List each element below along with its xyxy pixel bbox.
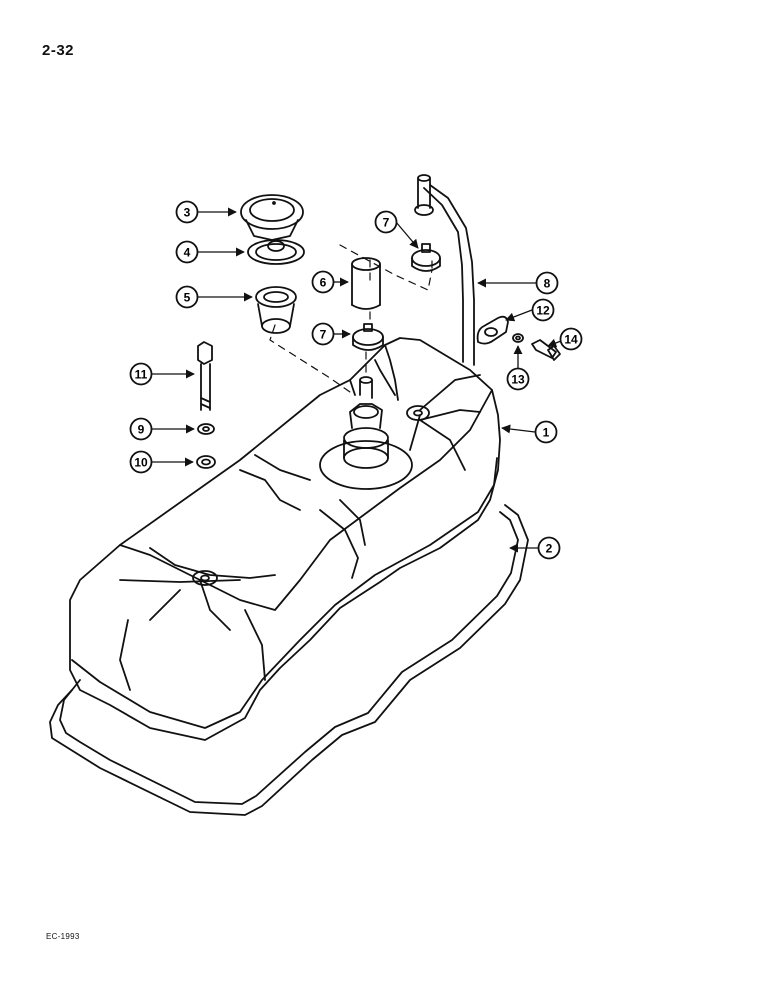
callout-9: 9 [129,417,153,441]
svg-text:8: 8 [544,277,551,291]
svg-text:7: 7 [383,216,390,230]
callout-12: 12 [531,298,555,322]
leader-1 [501,424,536,434]
callout-8: 8 [535,271,559,295]
svg-text:6: 6 [320,276,327,290]
svg-text:3: 3 [184,206,191,220]
callout-3: 3 [175,200,199,224]
valve-cover [69,337,501,741]
callout-10: 10 [129,450,153,474]
callouts: 1 2 3 4 5 6 7 7 [129,200,583,560]
svg-text:13: 13 [511,373,525,387]
hose-clamp-upper [411,243,441,272]
clip-bolt [531,339,561,361]
svg-text:9: 9 [138,423,145,437]
callout-4: 4 [175,240,199,264]
valve-cover-gasket [49,504,529,816]
svg-text:1: 1 [543,426,550,440]
callout-13: 13 [506,367,530,391]
svg-text:2: 2 [546,542,553,556]
callout-7-lower: 7 [311,322,335,346]
cover-bolt [197,341,213,411]
svg-text:4: 4 [184,246,191,260]
bolt-grommet [196,455,216,469]
footer-code: EC-1993 [46,932,80,941]
bolt-washer [197,423,215,435]
callout-7-upper: 7 [374,210,398,234]
filler-grommet [255,286,297,334]
page-number: 2-32 [42,42,75,59]
pipe-clip [476,315,509,345]
callout-2: 2 [537,536,561,560]
breather-hose [351,257,381,310]
hose-clamp-lower [352,323,384,351]
breather-pipe [414,174,475,366]
callout-5: 5 [175,285,199,309]
callout-11: 11 [129,362,153,386]
svg-text:12: 12 [536,304,550,318]
svg-text:14: 14 [564,333,578,347]
filler-cap [240,194,304,241]
leader-7a [395,221,419,249]
svg-text:11: 11 [135,368,148,382]
svg-text:10: 10 [134,456,148,470]
callout-14: 14 [559,327,583,351]
svg-text:5: 5 [184,291,191,305]
callout-6: 6 [311,270,335,294]
cap-seal [247,239,305,265]
svg-text:7: 7 [320,328,327,342]
leader-14 [547,338,562,348]
callout-1: 1 [534,420,558,444]
alignment-lines [269,244,433,393]
clip-washer [512,333,524,343]
leader-12 [505,309,533,322]
